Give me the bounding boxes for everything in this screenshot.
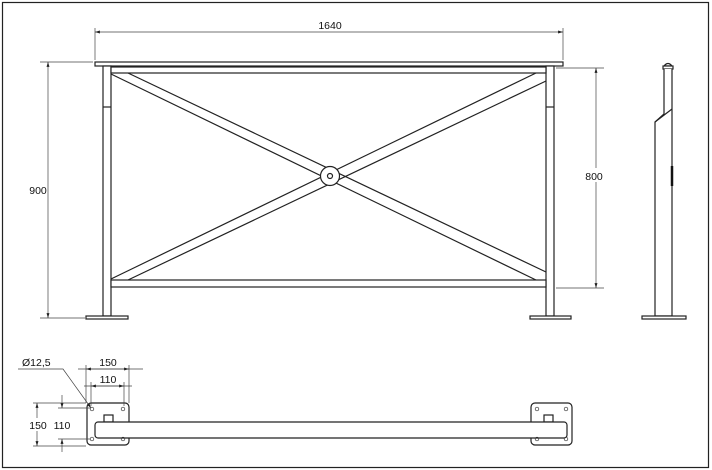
side-post: [654, 69, 673, 317]
frame-height-dimension: 800: [585, 171, 603, 183]
top-rail-plan: [94, 421, 568, 439]
plate-width-dimension: 150: [99, 357, 117, 369]
lower-crossbar: [110, 279, 547, 288]
top-view: 150 110 Ø12,5 150 110: [18, 357, 573, 452]
hole-spacing-x-dimension: 110: [100, 374, 117, 386]
mounting-holes: [89, 406, 569, 442]
side-view: [641, 62, 687, 320]
total-height-dimension: 900: [29, 185, 47, 197]
top-rail: [94, 61, 564, 67]
hole-spacing-y-dimension: 110: [54, 420, 71, 432]
right-base-plate: [529, 315, 572, 320]
left-base-plate: [85, 315, 129, 320]
side-base-plate: [641, 315, 687, 320]
right-post: [545, 65, 555, 317]
hole-diameter-dimension: Ø12,5: [22, 357, 51, 369]
upper-crossbar: [110, 66, 547, 74]
left-post: [102, 65, 112, 317]
center-hub: [319, 165, 341, 187]
plate-depth-dimension: 150: [29, 420, 47, 432]
front-view: 1640 900 800: [29, 20, 606, 320]
width-dimension: 1640: [318, 20, 342, 32]
